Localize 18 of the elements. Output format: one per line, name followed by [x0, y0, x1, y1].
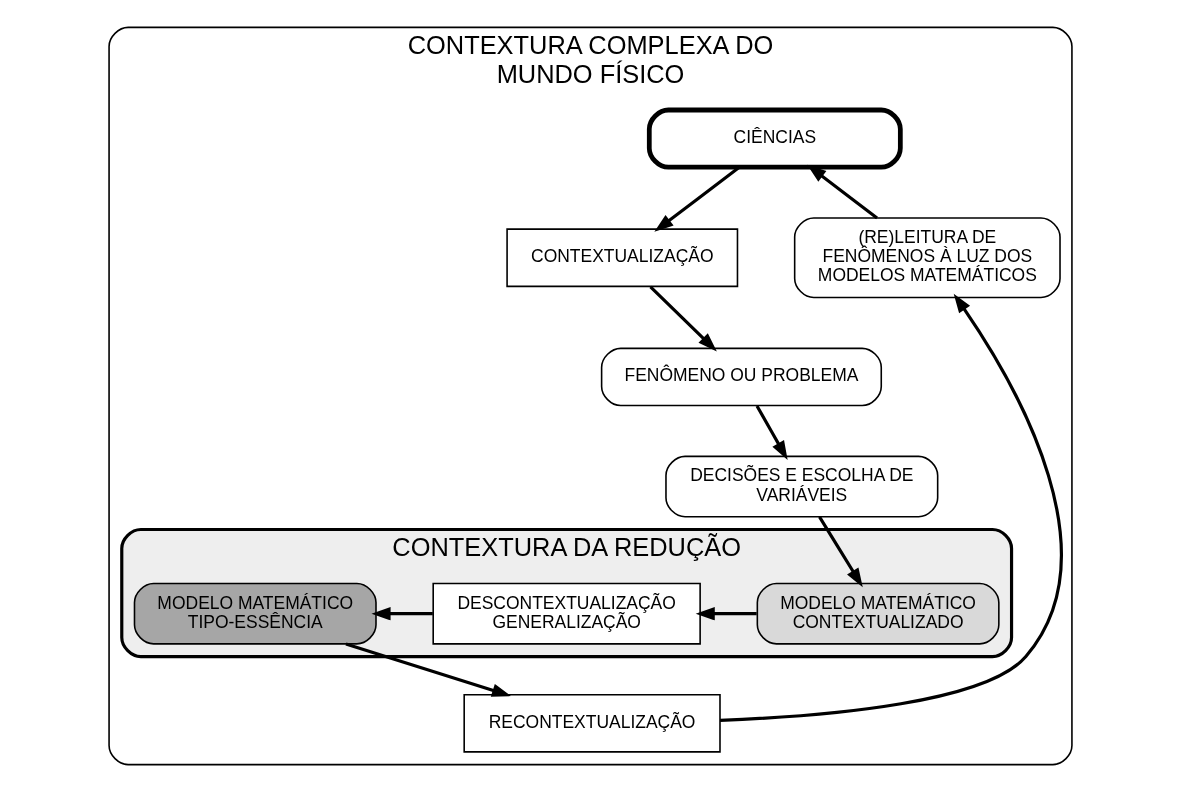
arrow	[654, 166, 740, 232]
node-box: CONTEXTUALIZAÇÃO	[506, 228, 739, 288]
arrow	[755, 405, 788, 460]
arrow	[371, 607, 433, 621]
node-box: DECISÕES E ESCOLHA DE VARIÁVEIS	[665, 455, 939, 518]
node-box: FENÔMENO OU PROBLEMA	[600, 347, 883, 407]
node-box: RECONTEXTUALIZAÇÃO	[463, 693, 721, 753]
arrow	[807, 164, 878, 220]
arrow	[818, 516, 863, 588]
arrow	[720, 293, 1063, 722]
arrow	[695, 607, 757, 621]
arrow	[345, 642, 511, 697]
node-box: DESCONTEXTUALIZAÇÃO GENERALIZAÇÃO	[432, 582, 701, 645]
node-box: (RE)LEITURA DE FENÔMENOS À LUZ DOS MODELOS MATEMÁTICOS	[793, 217, 1061, 299]
node-box: MODELO MATEMÁTICO CONTEXTUALIZADO	[756, 582, 1000, 645]
node-box: CIÊNCIAS	[646, 107, 903, 170]
node-box: MODELO MATEMÁTICO TIPO-ESSÊNCIA	[133, 582, 377, 645]
arrow	[649, 285, 717, 352]
